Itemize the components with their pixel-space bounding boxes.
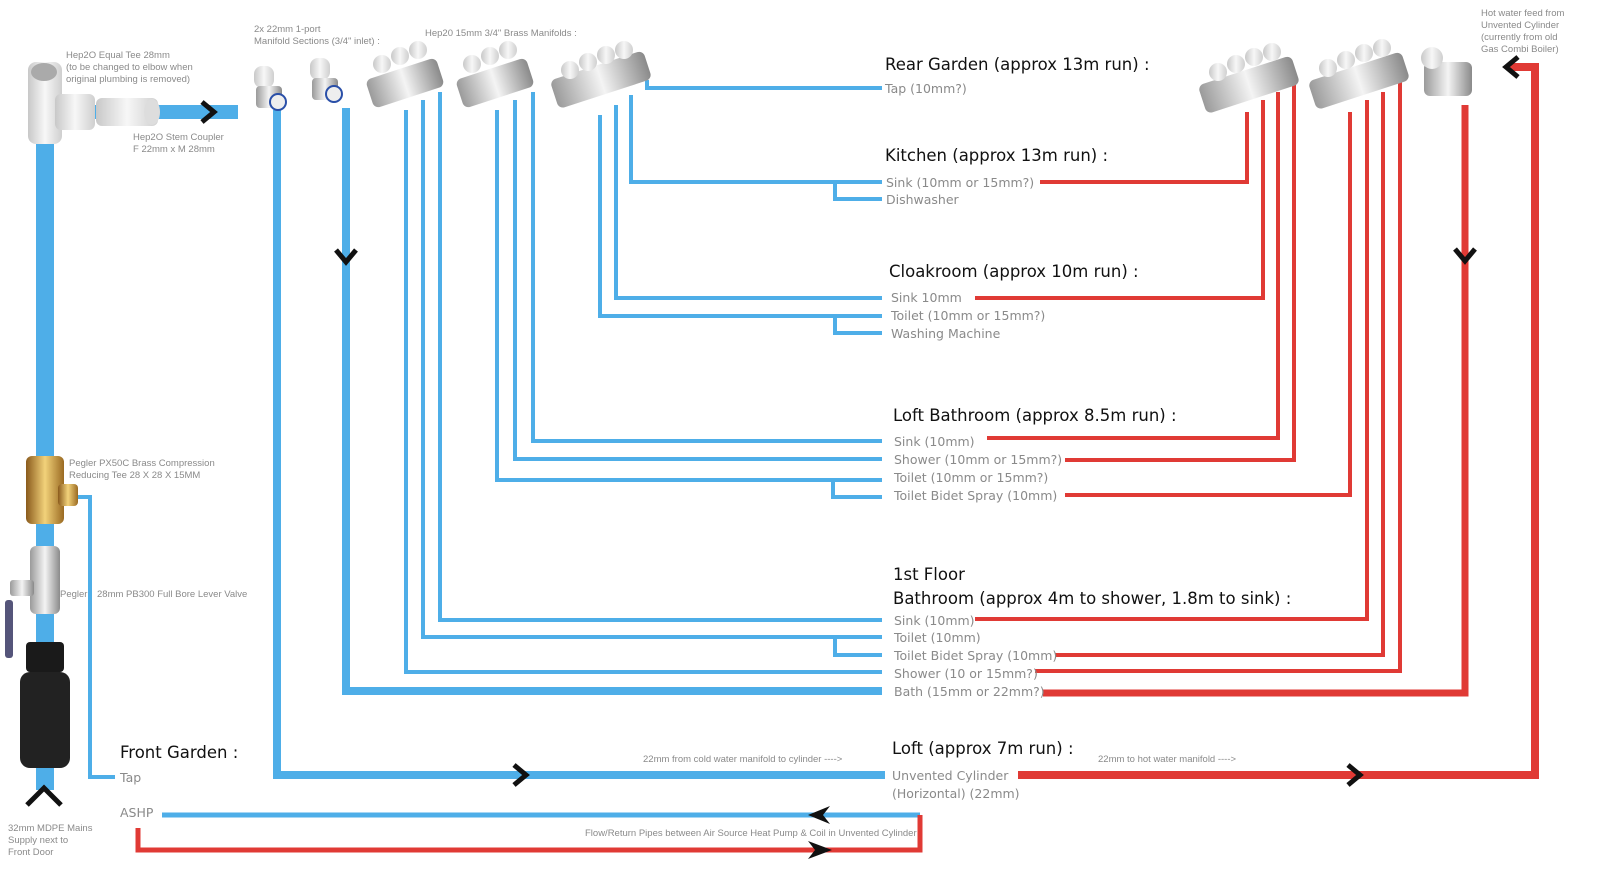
outlet-label: Toilet (10mm) [893,630,981,645]
toilet-loft-cold-pipe [495,110,882,482]
toilet-1f-cold-pipe [421,100,882,639]
outlet-label: Unvented Cylinder [892,768,1009,783]
arrow-right-icon [512,763,530,787]
room-loft: Loft (approx 7m run) : Unvented Cylinder… [892,739,1074,801]
1f-shower-hot-pipe [1035,82,1402,673]
room-first-floor-bathroom: 1st Floor Bathroom (approx 4m to shower,… [893,565,1291,699]
bidet-loft-cold-pipe [831,480,882,499]
hot-pipes [135,63,1539,853]
outlet-label: Tap [119,770,141,785]
front-garden-tap-pipe [75,495,115,779]
lever-valve-brand-label: Pegler [60,589,87,600]
room-title: Front Garden : [120,743,238,762]
arrow-left-icon [1502,55,1520,79]
room-front-garden: Front Garden : Tap [119,743,238,785]
bidet-1f-cold-pipe [833,637,882,657]
room-title: Rear Garden (approx 13m run) : [885,55,1150,74]
arrow-left-icon [808,806,830,824]
outlet-label: Dishwasher [886,192,960,207]
room-title: Bathroom (approx 4m to shower, 1.8m to s… [893,589,1291,608]
cold-pipes [36,80,920,818]
equal-tee-fitting [28,62,95,144]
outlet-label: Shower (10 or 15mm?) [894,666,1038,681]
flow-return-note: Flow/Return Pipes between Air Source Hea… [585,828,917,839]
flow-arrows [25,55,1520,859]
brass-manifolds-label: Hep20 15mm 3/4" Brass Manifolds : [425,28,577,39]
outlet-label: Washing Machine [891,326,1001,341]
toilet-cloak-cold-pipe [598,115,882,318]
cloak-sink-hot-pipe [975,100,1265,300]
room-rear-garden: Rear Garden (approx 13m run) : Tap (10mm… [884,55,1150,96]
arrow-up-icon [25,784,63,807]
ashp-flow-pipe [135,815,923,853]
brass-manifolds-hot [1199,39,1472,113]
washing-machine-cold-pipe [833,316,882,335]
mdpe-connector-fitting [20,642,70,768]
ashp-label: ASHP [120,805,154,820]
1f-bidet-hot-pipe [1055,92,1385,657]
loft-shower-hot-pipe [1065,82,1296,462]
shower-1f-cold-pipe [404,110,882,674]
outlet-label: Sink (10mm or 15mm?) [886,175,1034,190]
outlet-label: Toilet Bidet Spray (10mm) [893,488,1057,503]
outlet-label: Toilet Bidet Spray (10mm) [893,648,1057,663]
rear-garden-tap-pipe [645,80,882,90]
sink-1f-cold-pipe [438,92,882,622]
outlet-label: Tap (10mm?) [884,81,967,96]
shower-loft-cold-pipe [513,100,882,461]
outlet-label: Bath (15mm or 22mm?) [894,684,1045,699]
arrow-down-icon [1453,247,1477,265]
room-loft-bathroom: Loft Bathroom (approx 8.5m run) : Sink (… [893,406,1177,503]
equal-tee-label: Hep2O Equal Tee 28mm(to be changed to el… [66,50,193,85]
1f-sink-hot-pipe [975,100,1369,621]
room-title: 1st Floor [893,565,965,584]
loft-sink-hot-pipe [987,92,1280,440]
kitchen-sink-cold-pipe [629,95,882,184]
arrow-right-icon [200,100,218,124]
arrow-right-icon [808,841,832,859]
sink-cloak-cold-pipe [614,105,882,300]
reducing-tee-fitting [26,456,78,524]
room-title: Loft Bathroom (approx 8.5m run) : [893,406,1177,425]
outlet-label: Toilet (10mm or 15mm?) [893,470,1048,485]
bath-cold-pipe [342,108,882,695]
cylinder-hot-pipe [1018,63,1539,779]
outlet-label: Toilet (10mm or 15mm?) [890,308,1045,323]
dishwasher-cold-pipe [833,182,882,201]
outlet-label: Sink 10mm [891,290,962,305]
bath-hot-pipe [1043,105,1469,697]
outlet-label: Sink (10mm) [894,434,975,449]
room-cloakroom: Cloakroom (approx 10m run) : Sink 10mm T… [889,262,1139,341]
cold-to-cylinder-note: 22mm from cold water manifold to cylinde… [643,754,843,765]
brass-manifolds-cold [366,41,651,108]
kitchen-sink-hot-pipe [1040,112,1249,184]
lever-valve-label: 28mm PB300 Full Bore Lever Valve [97,589,247,600]
arrow-down-icon [334,248,358,266]
hot-to-manifold-note: 22mm to hot water manifold ----> [1098,754,1237,765]
sink-loft-cold-pipe [531,92,882,443]
room-title: Cloakroom (approx 10m run) : [889,262,1139,281]
cylinder-cold-pipe [273,110,885,779]
room-title: Kitchen (approx 13m run) : [885,146,1108,165]
one-port-manifolds [254,58,343,111]
outlet-label: Shower (10mm or 15mm?) [894,452,1062,467]
room-kitchen: Kitchen (approx 13m run) : Sink (10mm or… [885,146,1108,207]
outlet-label: (Horizontal) (22mm) [892,786,1020,801]
arrow-right-icon [1346,763,1364,787]
outlet-label: Sink (10mm) [894,613,975,628]
stem-coupler-fitting [96,98,160,126]
room-title: Loft (approx 7m run) : [892,739,1074,758]
loft-bidet-hot-pipe [1065,112,1352,497]
lever-valve-fitting [5,546,60,658]
